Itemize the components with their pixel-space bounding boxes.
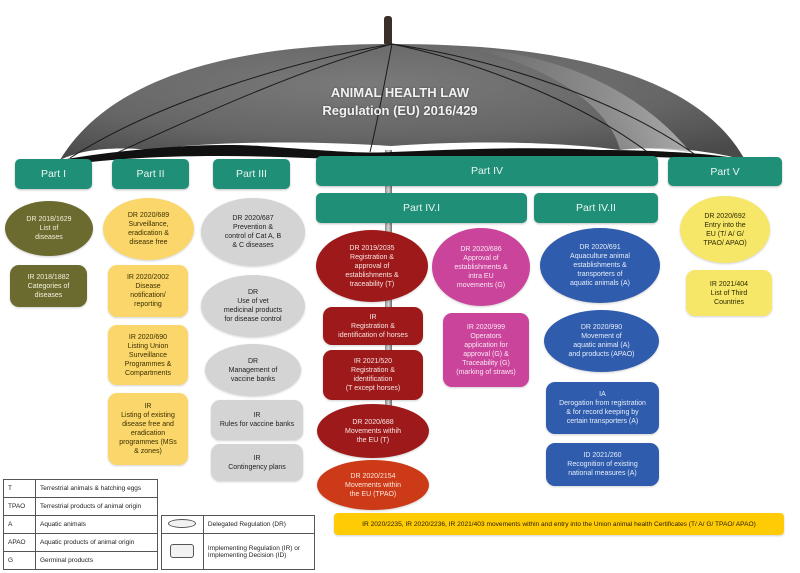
legend-meaning: Implementing Regulation (IR) or Implemen…: [202, 533, 316, 570]
part-3-dr-vaccine-banks[interactable]: DR Management of vaccine banks: [205, 344, 301, 396]
part-5-header[interactable]: Part V: [668, 157, 782, 186]
part-4-2-dr-2020-990[interactable]: DR 2020/990 Movement of aquatic animal (…: [544, 310, 659, 372]
part-4-1-ir-2020-999[interactable]: IR 2020/999 Operators application for ap…: [443, 313, 529, 387]
part-1-dr-2018-1629[interactable]: DR 2018/1629 List of diseases: [5, 201, 93, 256]
part-4-1-dr-2020-686[interactable]: DR 2020/686 Approval of establishments &…: [432, 228, 530, 306]
legend-shape-cell: [161, 515, 204, 534]
legend-meaning: Aquatic animals: [35, 515, 158, 534]
part-4-header[interactable]: Part IV: [316, 156, 658, 186]
legend-code: TPAO: [3, 497, 36, 516]
legend-code: A: [3, 515, 36, 534]
legend-meaning: Germinal products: [35, 551, 158, 570]
part-4-2-id-2021-260[interactable]: ID 2021/260 Recognition of existing nati…: [546, 443, 659, 486]
part-5-dr-2020-692[interactable]: DR 2020/692 Entry into the EU (T/ A/ G/ …: [680, 196, 770, 263]
part-2-dr-2020-689[interactable]: DR 2020/689 Surveillance, eradication & …: [103, 198, 194, 260]
part-4-1-ir-horses[interactable]: IR Registration & identification of hors…: [323, 307, 423, 345]
legend-meaning: Terrestrial products of animal origin: [35, 497, 158, 516]
part-1-header[interactable]: Part I: [15, 159, 92, 189]
part-2-ir-2020-690[interactable]: IR 2020/690 Listing Union Surveillance P…: [108, 325, 188, 385]
part-3-ir-vaccine-banks[interactable]: IR Rules for vaccine banks: [211, 400, 303, 440]
umbrella-tip: [384, 16, 392, 46]
part-4-1-ir-2021-520[interactable]: IR 2021/520 Registration & identificatio…: [323, 350, 423, 400]
part-4-2-header[interactable]: Part IV.II: [534, 193, 658, 223]
legend-shape-cell: [161, 533, 204, 570]
legend-code: APAO: [3, 533, 36, 552]
legend-meaning: Terrestrial animals & hatching eggs: [35, 479, 158, 498]
diagram-title: ANIMAL HEALTH LAW Regulation (EU) 2016/4…: [300, 84, 500, 120]
part-3-ir-contingency-plans[interactable]: IR Contingency plans: [211, 444, 303, 481]
legend-code: T: [3, 479, 36, 498]
oval-shape-icon: [168, 519, 197, 528]
part-4-2-dr-2020-691[interactable]: DR 2020/691 Aquaculture animal establish…: [540, 228, 660, 303]
part-2-ir-listing-programmes[interactable]: IR Listing of existing disease free and …: [108, 393, 188, 465]
part-5-ir-2021-404[interactable]: IR 2021/404 List of Third Countries: [686, 270, 772, 316]
part-4-2-ia-derogation[interactable]: IA Derogation from registration & for re…: [546, 382, 659, 434]
part-4-1-dr-2019-2035[interactable]: DR 2019/2035 Registration & approval of …: [316, 230, 428, 302]
part-4-1-dr-2020-2154[interactable]: DR 2020/2154 Movements within the EU (TP…: [317, 460, 429, 510]
part-3-dr-2020-687[interactable]: DR 2020/687 Prevention & control of Cat …: [201, 198, 305, 266]
certificates-bar[interactable]: IR 2020/2235, IR 2020/2236, IR 2021/403 …: [334, 513, 784, 535]
legend-row: Delegated Regulation (DR): [161, 515, 316, 534]
part-4-1-header[interactable]: Part IV.I: [316, 193, 527, 223]
legend-code: G: [3, 551, 36, 570]
legend-meaning: Delegated Regulation (DR): [202, 515, 316, 534]
legend-meaning: Aquatic products of animal origin: [35, 533, 158, 552]
legend-row: Implementing Regulation (IR) or Implemen…: [161, 533, 316, 570]
shape-legend: Delegated Regulation (DR) Implementing R…: [161, 515, 316, 570]
part-1-ir-2018-1882[interactable]: IR 2018/1882 Categories of diseases: [10, 265, 87, 307]
part-2-header[interactable]: Part II: [112, 159, 189, 189]
part-3-header[interactable]: Part III: [213, 159, 290, 189]
title-line-1: ANIMAL HEALTH LAW: [330, 85, 470, 100]
part-4-1-dr-2020-688[interactable]: DR 2020/688 Movements withih the EU (T): [317, 404, 429, 458]
part-2-ir-2020-2002[interactable]: IR 2020/2002 Disease notification/ repor…: [108, 265, 188, 317]
rounded-rect-shape-icon: [170, 543, 195, 558]
part-3-dr-vet-medicinal[interactable]: DR Use of vet medicinal products for dis…: [201, 275, 305, 337]
title-line-2: Regulation (EU) 2016/429: [322, 103, 478, 118]
